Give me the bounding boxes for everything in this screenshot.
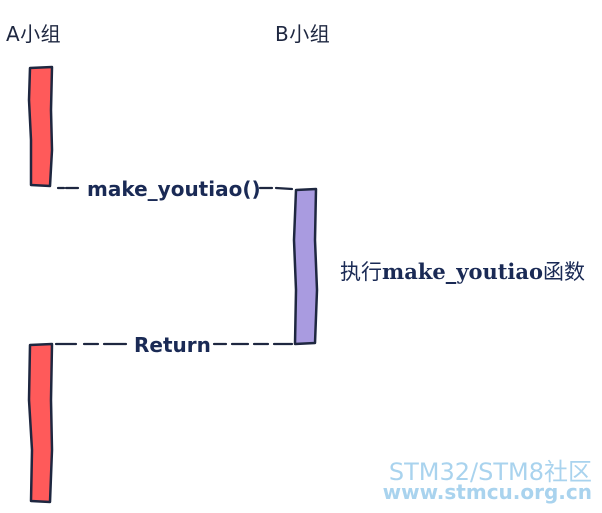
watermark-url: www.stmcu.org.cn <box>382 480 592 504</box>
activation-bar-a-top <box>27 65 54 188</box>
execution-note: 执行make_youtiao函数 <box>340 259 585 284</box>
call-message-label: make_youtiao() <box>87 177 261 201</box>
activation-bar-a-bottom <box>27 342 54 504</box>
note-prefix: 执行 <box>340 260 382 284</box>
lane-a-title: A小组 <box>6 22 62 46</box>
activation-bar-b <box>292 187 319 346</box>
return-message-label: Return <box>134 333 211 357</box>
call-message-line <box>56 186 294 191</box>
lane-b-title: B小组 <box>275 22 331 46</box>
note-func: make_youtiao <box>382 259 543 284</box>
watermark-title: STM32/STM8社区 <box>388 458 592 486</box>
note-suffix: 函数 <box>543 260 585 284</box>
